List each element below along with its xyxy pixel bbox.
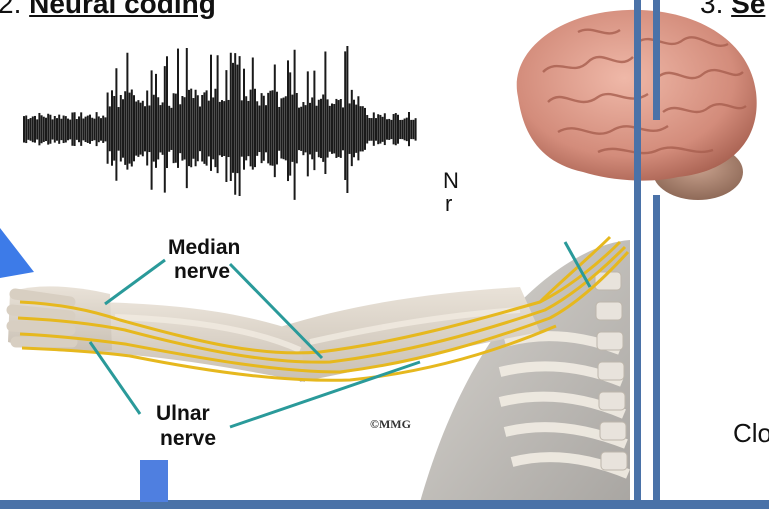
stimulus-marker (140, 460, 168, 502)
ulnar-nerve-label: Ulnar (156, 402, 210, 425)
brain-icon (488, 2, 769, 207)
section-heading-neural-coding: 2. Neural coding (0, 0, 216, 20)
spike-train-waveform (22, 40, 418, 215)
panel-divider-top (653, 0, 660, 120)
panel-bottom-border (0, 500, 769, 509)
ulnar-nerve-label-line2: nerve (160, 427, 216, 450)
copyright-text: ©MMG (370, 417, 411, 431)
panel-divider (634, 0, 641, 509)
arm-nerve-illustration: Median nerve Ulnar nerve ©MMG (0, 232, 630, 502)
section-number: 2. (0, 0, 21, 19)
text-fragment: N (443, 170, 459, 192)
text-fragment: r (445, 193, 452, 215)
text-fragment: Clo (733, 418, 769, 449)
median-nerve-label: Median (168, 236, 240, 259)
section-title: Neural coding (29, 0, 216, 19)
median-nerve-label-line2: nerve (174, 260, 230, 283)
panel-divider (653, 195, 660, 509)
